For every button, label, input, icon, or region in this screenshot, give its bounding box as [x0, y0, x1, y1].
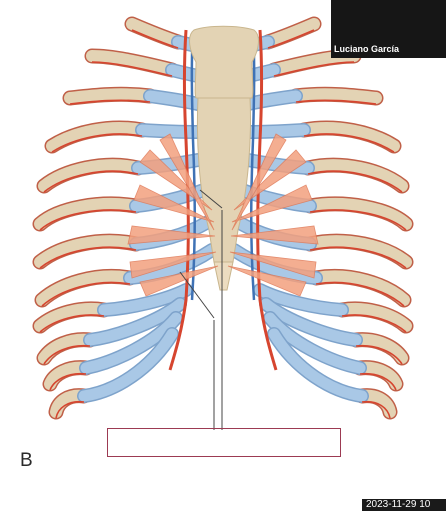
label-placeholder-box — [107, 428, 341, 457]
muscle-slip-right — [230, 225, 319, 245]
costal-cartilage — [242, 90, 302, 110]
xiphoid-process — [213, 261, 234, 291]
intercostal-artery — [341, 314, 407, 333]
intercostal-artery — [39, 246, 137, 269]
muscle-slip-right — [231, 184, 313, 223]
internal-thoracic-artery — [168, 29, 190, 371]
internal-thoracic-vein — [250, 31, 256, 301]
rib-bone — [36, 270, 136, 306]
intercostal-artery — [55, 400, 85, 419]
costal-cartilage — [136, 124, 204, 138]
intercostal-artery — [359, 372, 397, 391]
intercostal-artery — [69, 99, 151, 105]
internal-thoracic-vessels — [168, 29, 278, 371]
figure-panel-label: B — [20, 450, 33, 471]
intercostal-artery — [307, 170, 403, 193]
intercostal-artery — [267, 29, 315, 49]
intercostal-artery — [309, 209, 407, 231]
internal-thoracic-vein — [190, 31, 196, 301]
intercostal-artery — [131, 29, 179, 49]
intercostal-artery — [49, 372, 87, 391]
intercostal-artery — [43, 170, 139, 193]
intercostal-artery — [355, 344, 403, 365]
intercostal-artery — [315, 281, 405, 307]
transversus-thoracis-muscle — [127, 133, 319, 297]
intercostal-artery — [39, 209, 137, 231]
rib-bone — [310, 270, 410, 306]
rib-bone — [86, 50, 178, 76]
muscle-slip-left — [159, 133, 215, 231]
rib-bone — [290, 88, 382, 104]
intercostal-artery — [361, 400, 391, 419]
rib-bone — [64, 88, 156, 104]
rib-bone — [46, 122, 148, 152]
rib-bone — [38, 159, 144, 192]
costal-cartilage — [78, 328, 178, 402]
muscle-slip-left — [139, 265, 219, 297]
participant-video-tile[interactable]: Luciano García — [331, 0, 446, 58]
costal-cartilage — [242, 124, 310, 138]
costal-cartilage — [260, 298, 362, 346]
intercostal-artery — [43, 344, 91, 365]
intercostal-artery — [41, 281, 131, 307]
internal-thoracic-artery — [256, 29, 278, 371]
rib-bone — [34, 235, 142, 268]
manubrium — [189, 25, 259, 99]
intercostal-artery — [91, 61, 173, 77]
rib-bone — [304, 198, 412, 230]
rib-bone — [298, 122, 400, 152]
rib-bone — [34, 198, 142, 230]
label-leader-lines — [179, 189, 223, 430]
rib-bone — [304, 235, 412, 268]
rib-bone — [302, 159, 408, 192]
costal-cartilage — [254, 284, 348, 316]
costal-cartilage — [98, 284, 192, 316]
intercostal-artery — [303, 133, 395, 153]
costal-cartilage — [264, 312, 366, 374]
recording-timestamp: 2023-11-29 10 — [362, 499, 446, 511]
muscle-slip-right — [229, 251, 317, 279]
costal-cartilage — [84, 298, 186, 346]
intercostal-artery — [273, 61, 355, 77]
muscle-slip-left — [129, 251, 217, 279]
muscle-slip-right — [231, 133, 287, 231]
intercostal-artery — [51, 133, 143, 153]
intercostal-artery — [309, 246, 407, 269]
intercostal-artery — [295, 99, 377, 105]
muscle-slip-right — [227, 265, 307, 297]
muscle-slip-left — [127, 225, 216, 245]
costal-cartilage — [80, 312, 182, 374]
participant-name: Luciano García — [334, 44, 400, 54]
costal-cartilage — [268, 328, 368, 402]
intercostal-artery — [39, 314, 105, 333]
muscle-slip-left — [133, 184, 215, 223]
costal-cartilage — [144, 90, 204, 110]
